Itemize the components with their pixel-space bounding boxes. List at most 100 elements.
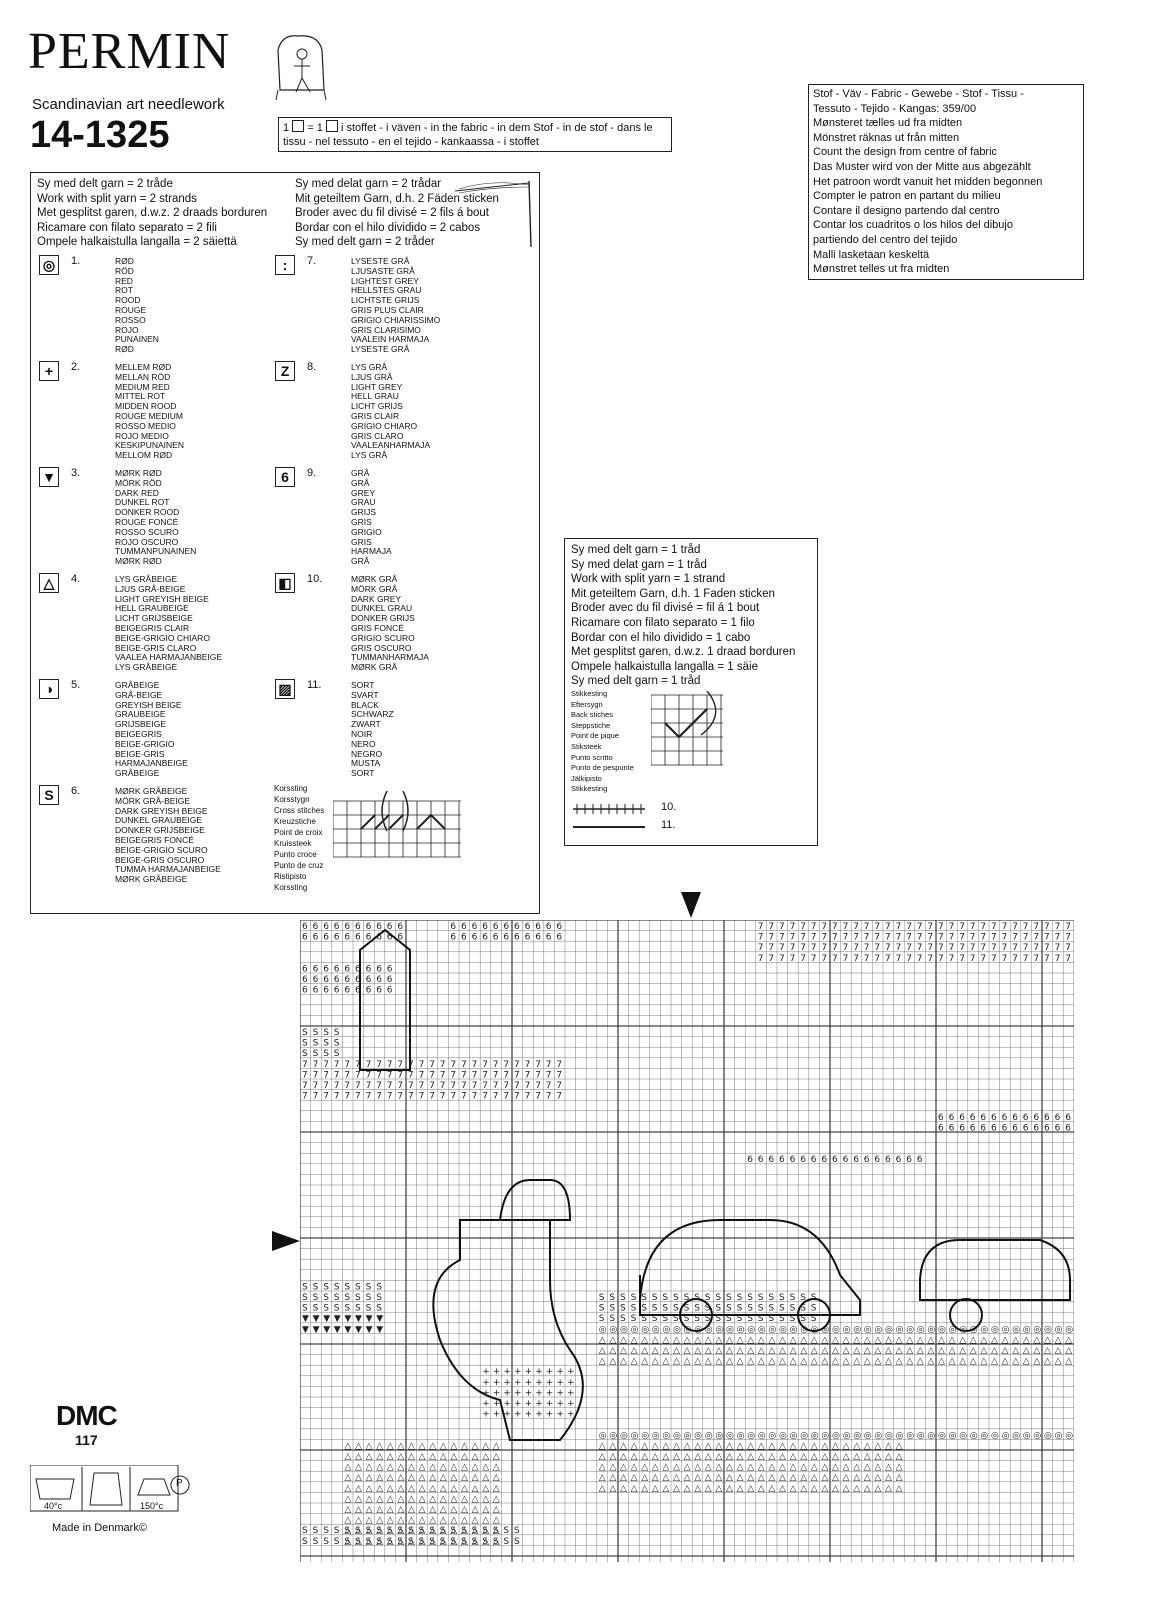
svg-text:6: 6 — [313, 975, 319, 985]
svg-text:△: △ — [896, 1346, 903, 1356]
svg-text:△: △ — [419, 1473, 426, 1483]
svg-text:7: 7 — [790, 954, 796, 964]
svg-text:△: △ — [397, 1494, 404, 1504]
svg-text:S: S — [768, 1304, 774, 1314]
svg-text:6: 6 — [493, 933, 499, 943]
svg-text:◎: ◎ — [737, 1325, 745, 1335]
svg-text:△: △ — [747, 1473, 754, 1483]
svg-text:◎: ◎ — [874, 1325, 882, 1335]
svg-text:◎: ◎ — [853, 1431, 861, 1441]
svg-text:▼: ▼ — [302, 1314, 309, 1324]
svg-text:◎: ◎ — [843, 1325, 851, 1335]
legend-color-name: MELLEM RØD — [115, 362, 172, 372]
svg-text:7: 7 — [387, 1081, 393, 1091]
instruction-line: Mit geteiltem Garn, d.h. 2 Fäden sticken — [295, 192, 499, 205]
svg-text:△: △ — [397, 1537, 404, 1547]
svg-text:▼: ▼ — [355, 1314, 362, 1324]
svg-text:7: 7 — [906, 943, 912, 953]
svg-text:S: S — [609, 1314, 615, 1324]
svg-text:△: △ — [779, 1357, 786, 1367]
svg-text:△: △ — [885, 1357, 892, 1367]
legend-color-name: SVART — [351, 689, 379, 700]
svg-text:△: △ — [811, 1346, 818, 1356]
legend-color-name: MÖRK GRÅ-BEIGE — [115, 795, 191, 806]
svg-text:+: + — [525, 1410, 533, 1420]
svg-text:△: △ — [482, 1441, 489, 1451]
svg-text:△: △ — [387, 1452, 394, 1462]
legend-color-name: SCHWARZ — [351, 709, 394, 720]
legend-color-name: DONKER ROOD — [115, 507, 180, 518]
svg-text:S: S — [344, 1537, 350, 1547]
svg-text:◎: ◎ — [843, 1431, 851, 1441]
svg-text:7: 7 — [482, 1081, 488, 1091]
svg-text:S: S — [715, 1293, 721, 1303]
legend-color-name: BEIGE-GRIS CLARO — [115, 642, 197, 653]
svg-text:S: S — [344, 1526, 350, 1536]
svg-text:6: 6 — [344, 964, 350, 974]
svg-text:△: △ — [387, 1526, 394, 1536]
legend-color-name: BLACK — [351, 699, 379, 710]
svg-text:S: S — [419, 1526, 425, 1536]
svg-text:6: 6 — [387, 933, 393, 943]
svg-text:△: △ — [885, 1484, 892, 1494]
svg-text:◎: ◎ — [705, 1325, 713, 1335]
svg-text:△: △ — [800, 1484, 807, 1494]
svg-text:△: △ — [1023, 1346, 1030, 1356]
svg-text:△: △ — [662, 1473, 669, 1483]
legend-number: 7. — [307, 255, 317, 267]
svg-text:7: 7 — [323, 1070, 329, 1080]
svg-text:7: 7 — [429, 1060, 435, 1070]
svg-text:△: △ — [1065, 1357, 1072, 1367]
svg-text:△: △ — [896, 1441, 903, 1451]
svg-text:7: 7 — [408, 1081, 414, 1091]
svg-text:7: 7 — [1065, 922, 1071, 932]
legend-color-name: GRIS — [351, 516, 372, 527]
legend-color-name: ROUGE MEDIUM — [115, 410, 183, 421]
svg-text:7: 7 — [525, 1070, 531, 1080]
svg-text:S: S — [376, 1293, 382, 1303]
svg-text:◎: ◎ — [1012, 1325, 1020, 1335]
legend-color-name: GRIGIO — [351, 526, 382, 537]
svg-text:▼: ▼ — [323, 1314, 330, 1324]
svg-text:△: △ — [450, 1526, 457, 1536]
svg-text:+: + — [493, 1388, 501, 1398]
svg-text:7: 7 — [450, 1070, 456, 1080]
svg-text:7: 7 — [1012, 922, 1018, 932]
svg-text:6: 6 — [843, 1155, 849, 1165]
svg-text:S: S — [313, 1304, 319, 1314]
legend-color-name: DARK GREY — [351, 593, 402, 604]
svg-text:S: S — [429, 1526, 435, 1536]
svg-text:S: S — [366, 1304, 372, 1314]
legend-symbol-icon: ▨ — [275, 679, 295, 699]
svg-text:7: 7 — [514, 1092, 520, 1102]
svg-text:△: △ — [408, 1516, 415, 1526]
svg-text:S: S — [641, 1293, 647, 1303]
svg-text:△: △ — [620, 1484, 627, 1494]
svg-text:△: △ — [896, 1357, 903, 1367]
svg-text:S: S — [355, 1304, 361, 1314]
svg-text:+: + — [567, 1367, 575, 1377]
svg-text:6: 6 — [980, 1113, 986, 1123]
svg-text:△: △ — [832, 1452, 839, 1462]
svg-text:6: 6 — [874, 1155, 880, 1165]
svg-text:◎: ◎ — [1002, 1431, 1010, 1441]
svg-text:▼: ▼ — [323, 1325, 330, 1335]
legend-color-name: ROSSO MEDIO — [115, 420, 176, 431]
svg-text:6: 6 — [323, 964, 329, 974]
svg-text:◎: ◎ — [662, 1431, 670, 1441]
svg-text:△: △ — [980, 1346, 987, 1356]
svg-text:△: △ — [705, 1335, 712, 1345]
svg-text:S: S — [620, 1314, 626, 1324]
svg-text:△: △ — [652, 1357, 659, 1367]
legend-color-name: ROUGE — [115, 304, 147, 315]
svg-text:△: △ — [959, 1357, 966, 1367]
svg-text:7: 7 — [546, 1060, 552, 1070]
svg-text:7: 7 — [535, 1092, 541, 1102]
legend-symbol-icon: △ — [39, 573, 59, 593]
legend-color-name: ROUGE FONCÉ — [115, 516, 179, 527]
svg-text:+: + — [514, 1378, 522, 1388]
svg-text:△: △ — [970, 1357, 977, 1367]
